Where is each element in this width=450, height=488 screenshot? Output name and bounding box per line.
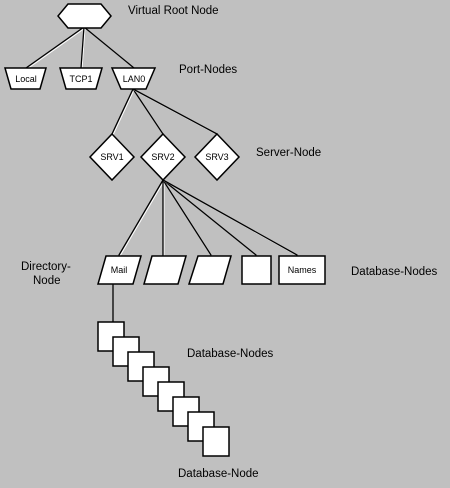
database-nodes-stack-label: Database-Nodes [187, 348, 274, 360]
database-label-mail: Mail [111, 265, 128, 275]
server-database-lines [118, 179, 299, 257]
server-label-srv1: SRV1 [100, 152, 123, 162]
server-node-srv1: SRV1 [88, 132, 136, 182]
database-nodes-right-label: Database-Nodes [351, 266, 438, 278]
database-stack [97, 321, 230, 457]
port-node-tcp1: TCP1 [59, 67, 103, 90]
port-server-lines [111, 88, 219, 136]
port-label-lan0: LAN0 [123, 74, 146, 84]
directory-node-label-line1: Directory- [21, 261, 71, 273]
port-label-local: Local [15, 74, 37, 84]
port-node-lan0: LAN0 [110, 67, 157, 90]
database-node-names: Names [278, 255, 326, 285]
database-label-names: Names [288, 265, 317, 275]
root-hexagon [57, 3, 112, 29]
database-node-3 [187, 255, 232, 285]
database-node-4 [241, 255, 272, 285]
server-label-srv2: SRV2 [151, 152, 174, 162]
port-node-local: Local [4, 67, 47, 90]
stack-square [202, 426, 230, 457]
server-node-srv3: SRV3 [193, 132, 241, 182]
database-node-mail: Mail [97, 255, 142, 285]
server-node-label: Server-Node [256, 147, 322, 159]
root-port-lines [25, 26, 136, 70]
virtual-root-label: Virtual Root Node [128, 5, 219, 17]
database-node-bottom-label: Database-Node [178, 468, 259, 480]
server-label-srv3: SRV3 [205, 152, 228, 162]
database-node-2 [143, 255, 187, 285]
port-nodes-label: Port-Nodes [179, 64, 238, 76]
port-label-tcp1: TCP1 [69, 74, 92, 84]
directory-node-label-line2: Node [33, 275, 61, 287]
server-node-srv2: SRV2 [139, 132, 187, 182]
connections [25, 26, 299, 326]
